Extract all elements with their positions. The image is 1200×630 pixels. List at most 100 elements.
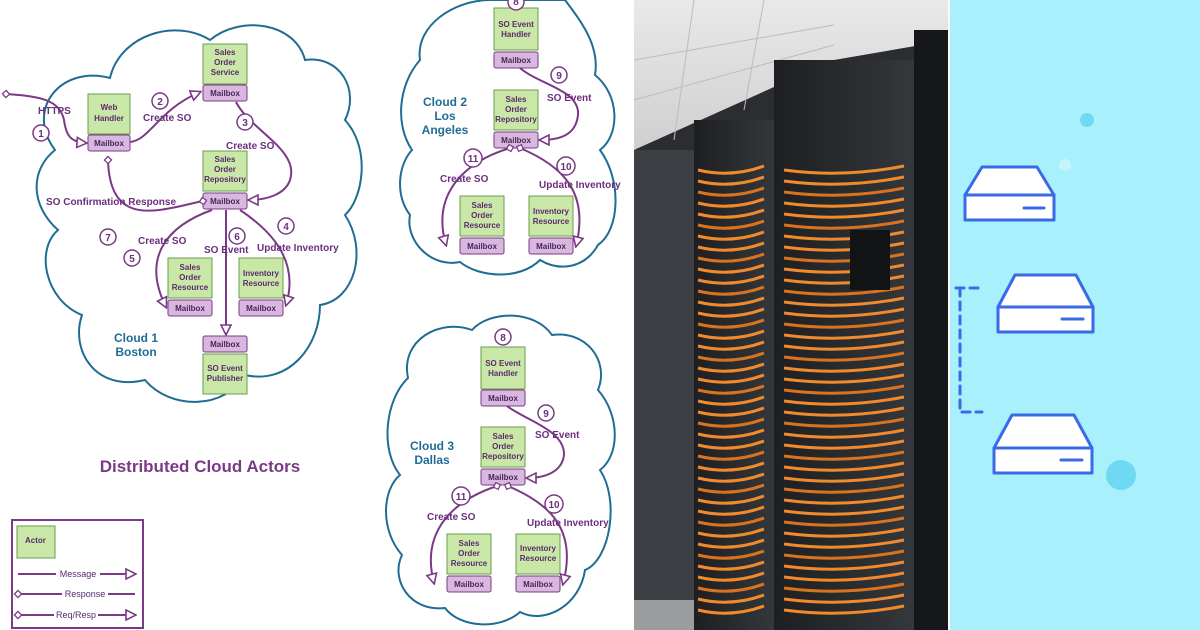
- cable-strand: [697, 373, 765, 384]
- svg-text:Mailbox: Mailbox: [501, 136, 531, 145]
- cable-strand: [783, 604, 905, 615]
- cable-strand: [697, 406, 765, 417]
- cable-strand: [783, 296, 905, 307]
- cable-strand: [697, 274, 765, 285]
- cable-strand: [783, 439, 905, 450]
- legend-message-label: Message: [60, 569, 97, 579]
- cable-strand: [697, 384, 765, 395]
- cloud-3-step-markers: 8 9 10 11: [451, 328, 564, 514]
- cloud-1-so-event-label: SO Event: [204, 245, 249, 256]
- cloud-2-so-event-label: SO Event: [547, 93, 592, 104]
- svg-text:Mailbox: Mailbox: [454, 580, 484, 589]
- cable-strand: [697, 329, 765, 340]
- cable-strand: [697, 450, 765, 461]
- server-illustration: [950, 0, 1200, 630]
- cable-strand: [783, 230, 905, 241]
- cable-strand: [697, 318, 765, 329]
- svg-text:Mailbox: Mailbox: [246, 304, 276, 313]
- cable-strand: [783, 417, 905, 428]
- cloud-3-update-inventory-label: Update Inventory: [527, 518, 609, 529]
- decorative-dot: [1080, 113, 1094, 127]
- svg-text:Mailbox: Mailbox: [210, 197, 240, 206]
- cable-strand: [783, 571, 905, 582]
- cable-strand: [783, 351, 905, 362]
- cable-strand: [783, 505, 905, 516]
- cable-strand: [783, 329, 905, 340]
- server-icon: [992, 413, 1094, 475]
- cloud-1-create-so-label: Create SO: [226, 141, 275, 152]
- cable-strand: [783, 461, 905, 472]
- cable-strand: [783, 208, 905, 219]
- server-icon: [996, 273, 1095, 334]
- cable-strand: [783, 395, 905, 406]
- cable-strand: [697, 439, 765, 450]
- cloud-3-so-event-label: SO Event: [535, 430, 580, 441]
- svg-text:5: 5: [129, 254, 135, 265]
- cable-strand: [783, 472, 905, 483]
- cable-strand: [697, 604, 765, 615]
- cloud-2-message-arrows: [442, 67, 579, 246]
- cable-strand: [783, 318, 905, 329]
- diagram-title: Distributed Cloud Actors: [100, 457, 301, 476]
- cable-strand: [783, 274, 905, 285]
- cable-strand: [697, 472, 765, 483]
- panel-divider: [948, 0, 951, 630]
- cable-strand: [697, 241, 765, 252]
- cable-strand: [697, 593, 765, 604]
- cable-strand: [783, 538, 905, 549]
- cable-strand: [783, 593, 905, 604]
- cable-strand: [697, 516, 765, 527]
- cable-strand: [697, 164, 765, 175]
- cloud-3-outline: [385, 314, 616, 626]
- cable-strand: [783, 516, 905, 527]
- cable-strand: [697, 219, 765, 230]
- svg-text:Mailbox: Mailbox: [210, 340, 240, 349]
- cable-strand: [783, 483, 905, 494]
- cable-strand: [697, 263, 765, 274]
- cable-strand: [697, 395, 765, 406]
- cable-strand: [697, 582, 765, 593]
- svg-text:11: 11: [456, 492, 467, 503]
- legend-response-label: Response: [65, 589, 106, 599]
- cable-strand: [697, 307, 765, 318]
- svg-text:Mailbox: Mailbox: [175, 304, 205, 313]
- svg-text:Mailbox: Mailbox: [467, 242, 497, 251]
- cloud-1-confirmation-label: SO Confirmation Response: [46, 197, 176, 208]
- svg-text:7: 7: [105, 233, 111, 244]
- svg-text:Mailbox: Mailbox: [488, 394, 518, 403]
- cable-strand: [697, 538, 765, 549]
- cable-strand: [697, 560, 765, 571]
- decorative-dot: [1106, 460, 1136, 490]
- svg-text:9: 9: [543, 409, 549, 420]
- cloud-1-https-label: HTTPS: [38, 106, 71, 117]
- cloud-1-outline: [35, 24, 363, 403]
- cable-strand: [783, 494, 905, 505]
- server-icon: [963, 165, 1056, 222]
- svg-text:Mailbox: Mailbox: [210, 89, 240, 98]
- svg-text:10: 10: [548, 500, 560, 511]
- svg-text:8: 8: [513, 0, 519, 8]
- cable-strand: [783, 175, 905, 186]
- cable-strand: [783, 406, 905, 417]
- cable-strand: [783, 219, 905, 230]
